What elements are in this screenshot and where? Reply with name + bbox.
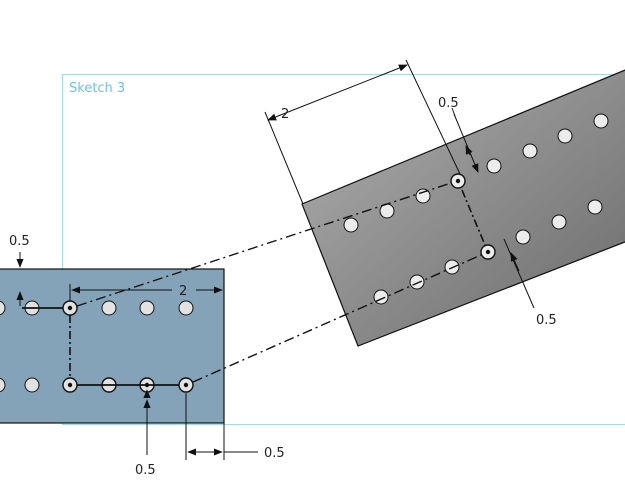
hole[interactable] — [593, 113, 609, 129]
left-sketch-lines — [22, 307, 179, 386]
right-plate-holes — [343, 113, 609, 305]
dimension-right-spacing[interactable] — [264, 59, 461, 205]
hole[interactable] — [0, 377, 6, 393]
hole[interactable] — [486, 158, 502, 174]
hole[interactable] — [409, 274, 425, 290]
right-construction-line — [461, 189, 486, 246]
hole[interactable] — [0, 300, 6, 316]
hole[interactable] — [178, 300, 194, 316]
dimension-left-bottom-vertical-label[interactable]: 0.5 — [135, 463, 156, 478]
hole[interactable] — [343, 217, 359, 233]
hole[interactable] — [101, 300, 117, 316]
transform-connector-lines — [76, 182, 482, 383]
sketch-label[interactable]: Sketch 3 — [69, 81, 126, 96]
right-plate[interactable] — [301, 68, 625, 347]
dimension-left-top-label[interactable]: 0.5 — [9, 234, 30, 249]
hole[interactable] — [522, 143, 538, 159]
left-plate[interactable] — [0, 268, 225, 424]
dimension-left-top[interactable] — [0, 252, 24, 306]
hole[interactable] — [139, 300, 155, 316]
hole[interactable] — [24, 377, 40, 393]
hole[interactable] — [551, 214, 567, 230]
dimension-left-spacing[interactable] — [69, 284, 223, 301]
hole[interactable] — [444, 259, 460, 275]
dimension-left-spacing-label[interactable]: 2 — [179, 284, 187, 299]
hole[interactable] — [415, 188, 431, 204]
hole[interactable] — [587, 199, 603, 215]
dimension-right-spacing-label[interactable]: 2 — [281, 107, 289, 122]
hole[interactable] — [515, 229, 531, 245]
dimension-right-top[interactable] — [451, 107, 479, 173]
dimension-right-top-label[interactable]: 0.5 — [438, 96, 459, 111]
dimension-right-bottom-label[interactable]: 0.5 — [536, 313, 557, 328]
hole[interactable] — [373, 289, 389, 305]
hole[interactable] — [557, 128, 573, 144]
dimension-right-bottom[interactable] — [503, 238, 535, 309]
left-plate-holes — [0, 300, 194, 393]
dimension-left-bottom-horizontal-label[interactable]: 0.5 — [264, 446, 285, 461]
dimension-left-bottom-horizontal[interactable] — [185, 393, 258, 460]
